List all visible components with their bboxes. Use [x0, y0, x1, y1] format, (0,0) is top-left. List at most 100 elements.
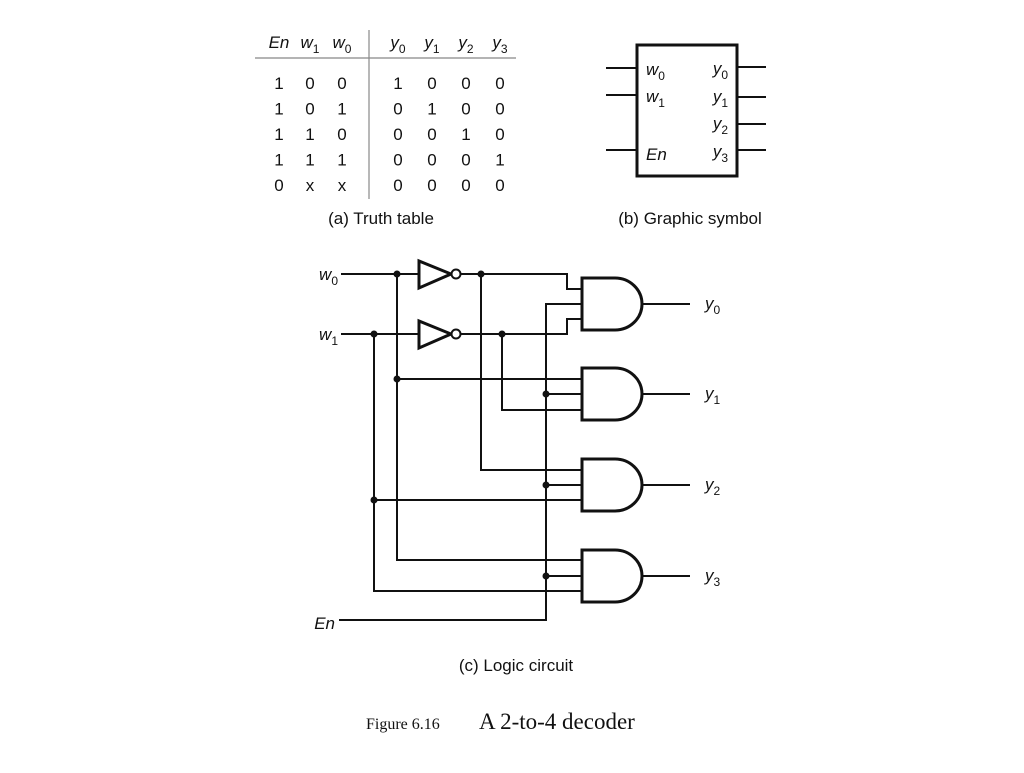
truth-table-cell: 0: [495, 74, 504, 93]
symbol-input-label: En: [646, 145, 667, 164]
junction-dot: [393, 375, 401, 383]
junction-dot: [542, 481, 550, 489]
wire-w1-bar: [461, 318, 582, 335]
truth-table-cell: 0: [393, 151, 402, 170]
wire-w1-to-gates: [373, 334, 582, 592]
inverter-triangle: [417, 318, 455, 351]
circuit-output-label: y2: [704, 475, 721, 498]
truth-table-cell: 0: [393, 100, 402, 119]
junction-dot: [370, 496, 378, 504]
truth-table-column-header: y2: [457, 33, 474, 56]
truth-table-caption: (a) Truth table: [328, 209, 434, 228]
junction-dot: [542, 572, 550, 580]
junction-dot: [477, 270, 485, 278]
symbol-output-label: y2: [712, 114, 729, 137]
truth-table-cell: 0: [274, 176, 283, 195]
wire-w1bar-to-y1: [501, 334, 582, 411]
inverter-w0: [417, 258, 462, 291]
truth-table-cell: 0: [393, 176, 402, 195]
inverter-bubble: [450, 268, 462, 280]
circuit-input-label: En: [314, 614, 335, 633]
and-gate-y2: [580, 457, 644, 513]
figure-caption: Figure 6.16 A 2-to-4 decoder: [366, 709, 635, 734]
truth-table-cell: 0: [393, 125, 402, 144]
graphic-symbol-caption: (b) Graphic symbol: [618, 209, 762, 228]
truth-table: En w1 w0 y0 y1 y2 y3 1 0 0 1 0 0 0 1 0 1 0 1 0 0 1 1 0 0 0 1 0 1 1 1 0…: [255, 30, 516, 228]
truth-table-cell: 1: [393, 74, 402, 93]
truth-table-row: 0 x x 0 0 0 0: [274, 176, 504, 195]
truth-table-header: En w1 w0 y0 y1 y2 y3: [269, 33, 508, 56]
truth-table-cell: 0: [461, 151, 470, 170]
truth-table-cell: 0: [495, 176, 504, 195]
truth-table-cell: 0: [305, 74, 314, 93]
figure-number: Figure 6.16: [366, 716, 440, 733]
truth-table-column-header: w0: [333, 33, 352, 56]
circuit-output-label: y0: [704, 294, 721, 317]
junction-dot: [370, 330, 378, 338]
wire-w0-bar: [461, 273, 582, 290]
truth-table-column-header: w1: [301, 33, 320, 56]
truth-table-cell: 1: [337, 151, 346, 170]
truth-table-cell: 0: [337, 74, 346, 93]
truth-table-cell: 1: [274, 74, 283, 93]
junction-dot: [393, 270, 401, 278]
truth-table-cell: 1: [305, 151, 314, 170]
inverter-triangle: [417, 258, 455, 291]
truth-table-row: 1 0 0 1 0 0 0: [274, 74, 504, 93]
inverter-bubble: [450, 328, 462, 340]
symbol-output-label: y0: [712, 59, 729, 82]
truth-table-cell: 1: [337, 100, 346, 119]
truth-table-cell: 1: [461, 125, 470, 144]
symbol-output-label: y3: [712, 142, 729, 165]
truth-table-cell: 0: [337, 125, 346, 144]
symbol-input-label: w0: [646, 60, 665, 83]
truth-table-column-header: y1: [423, 33, 440, 56]
circuit-output-label: y3: [704, 566, 721, 589]
wire-w0bar-to-y2: [480, 274, 582, 471]
truth-table-column-header: y0: [389, 33, 406, 56]
and-gate-y1: [580, 366, 644, 422]
truth-table-cell: 1: [495, 151, 504, 170]
figure-title: A 2-to-4 decoder: [479, 709, 635, 734]
truth-table-cell: 0: [427, 74, 436, 93]
truth-table-cell: x: [338, 176, 347, 195]
truth-table-cell: 0: [427, 151, 436, 170]
truth-table-row: 1 1 1 0 0 0 1: [274, 151, 504, 170]
truth-table-column-header: y3: [491, 33, 508, 56]
wire-en-input: [339, 303, 582, 621]
junction-dot: [542, 390, 550, 398]
truth-table-cell: 0: [461, 100, 470, 119]
truth-table-cell: 1: [305, 125, 314, 144]
truth-table-cell: 1: [274, 125, 283, 144]
truth-table-cell: x: [306, 176, 315, 195]
circuit-input-label: w0: [319, 265, 338, 288]
symbol-input-label: w1: [646, 87, 665, 110]
truth-table-cell: 0: [427, 176, 436, 195]
truth-table-cell: 1: [274, 151, 283, 170]
truth-table-cell: 1: [274, 100, 283, 119]
inverter-w1: [417, 318, 462, 351]
symbol-output-label: y1: [712, 87, 729, 110]
truth-table-row: 1 0 1 0 1 0 0: [274, 100, 504, 119]
junction-dot: [498, 330, 506, 338]
truth-table-column-header: En: [269, 33, 290, 52]
logic-circuit-caption: (c) Logic circuit: [459, 656, 574, 675]
wire-w0-to-gates: [396, 274, 582, 561]
truth-table-cell: 0: [461, 176, 470, 195]
circuit-input-label: w1: [319, 325, 338, 348]
truth-table-cell: 1: [427, 100, 436, 119]
circuit-output-label: y1: [704, 384, 721, 407]
and-gate-y0: [580, 276, 644, 332]
truth-table-cell: 0: [427, 125, 436, 144]
truth-table-cell: 0: [305, 100, 314, 119]
decoder-block: [635, 43, 739, 178]
truth-table-cell: 0: [461, 74, 470, 93]
truth-table-cell: 0: [495, 100, 504, 119]
